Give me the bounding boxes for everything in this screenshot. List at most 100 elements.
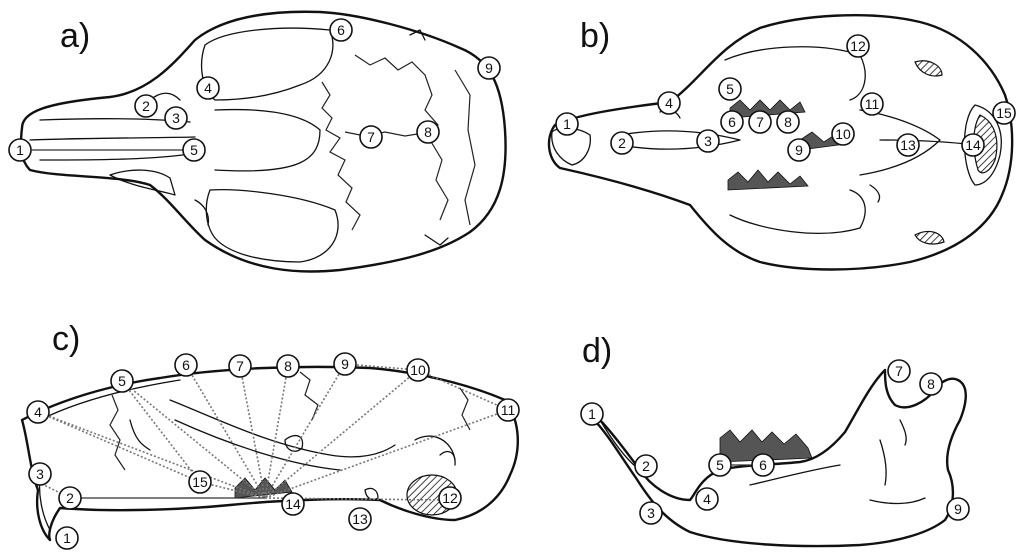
svg-text:10: 10 [835,126,851,142]
landmark-b-2: 2 [611,132,633,154]
landmark-a-2: 2 [135,95,157,117]
svg-text:13: 13 [900,137,916,153]
svg-text:2: 2 [642,458,650,474]
svg-text:8: 8 [424,124,432,140]
landmark-a-9: 9 [478,57,500,79]
svg-text:6: 6 [337,22,345,38]
svg-text:4: 4 [204,80,212,96]
landmark-b-8: 8 [777,111,799,133]
svg-text:6: 6 [759,457,767,473]
svg-text:4: 4 [34,404,42,420]
landmark-c-6: 6 [175,354,197,376]
landmark-c-8: 8 [277,355,299,377]
landmark-c-5: 5 [111,370,133,392]
panel-b-label: b) [580,17,610,55]
panel-a-label: a) [60,17,90,55]
landmark-b-1: 1 [556,113,578,135]
panel-a: a) 1 [9,12,506,272]
svg-text:6: 6 [728,114,736,130]
landmark-c-1: 1 [56,527,78,549]
svg-text:8: 8 [784,114,792,130]
landmark-d-4: 4 [696,488,718,510]
svg-text:15: 15 [192,474,208,490]
landmark-c-4: 4 [27,401,49,423]
svg-text:4: 4 [703,491,711,507]
landmark-b-3: 3 [697,130,719,152]
panel-c-label: c) [52,320,80,358]
svg-text:4: 4 [665,95,673,111]
landmark-b-10: 10 [832,123,854,145]
svg-text:11: 11 [865,96,880,112]
landmark-a-3: 3 [165,107,187,129]
landmark-b-5: 5 [719,78,741,100]
svg-text:1: 1 [16,142,24,158]
svg-text:9: 9 [795,142,803,158]
svg-text:7: 7 [367,129,375,145]
landmark-c-9: 9 [334,353,356,375]
panel-c-skull-drawing [22,367,518,540]
landmark-b-13: 13 [897,134,919,156]
landmark-d-5: 5 [709,454,731,476]
landmark-d-1: 1 [581,403,603,425]
landmark-c-11: 11 [497,399,519,421]
landmark-c-15: 15 [189,471,211,493]
landmark-b-12: 12 [847,35,869,57]
panel-d: d) 1 2 3 4 5 6 7 8 9 [581,332,969,546]
svg-text:6: 6 [182,357,190,373]
landmark-a-1: 1 [9,139,31,161]
svg-text:8: 8 [284,358,292,374]
svg-text:5: 5 [190,142,198,158]
landmark-d-9: 9 [947,498,969,520]
svg-text:1: 1 [588,406,596,422]
landmark-d-2: 2 [635,455,657,477]
svg-text:12: 12 [442,490,458,506]
landmark-d-6: 6 [752,454,774,476]
landmark-b-11: 11 [861,93,883,115]
landmark-d-3: 3 [640,502,662,524]
landmark-a-7: 7 [360,126,382,148]
svg-text:14: 14 [965,137,981,153]
landmark-c-2: 2 [59,487,81,509]
svg-text:9: 9 [341,356,349,372]
landmark-c-10: 10 [407,359,429,381]
landmark-b-14: 14 [962,134,984,156]
svg-text:12: 12 [850,38,866,54]
landmark-b-15: 15 [993,102,1015,124]
landmark-a-8: 8 [417,121,439,143]
svg-text:1: 1 [563,116,571,132]
svg-text:2: 2 [142,98,150,114]
landmark-c-12: 12 [439,487,461,509]
svg-text:7: 7 [236,358,244,374]
svg-text:8: 8 [927,376,935,392]
landmark-b-9: 9 [788,139,810,161]
landmark-b-6: 6 [721,111,743,133]
svg-text:10: 10 [410,362,426,378]
svg-text:2: 2 [618,135,626,151]
svg-text:9: 9 [485,60,493,76]
svg-text:15: 15 [996,105,1012,121]
svg-text:5: 5 [118,373,126,389]
svg-text:11: 11 [501,402,516,418]
landmark-c-13: 13 [349,508,371,530]
landmark-c-3: 3 [29,463,51,485]
panel-b: b) 1 2 3 4 [549,15,1015,269]
landmark-b-4: 4 [658,92,680,114]
landmark-a-6: 6 [330,19,352,41]
landmark-a-4: 4 [197,77,219,99]
landmark-c-14: 14 [282,493,304,515]
svg-text:2: 2 [66,490,74,506]
svg-text:5: 5 [716,457,724,473]
svg-text:13: 13 [352,511,368,527]
landmark-b-7: 7 [749,111,771,133]
svg-text:5: 5 [726,81,734,97]
landmark-c-7: 7 [229,355,251,377]
svg-text:1: 1 [63,530,71,546]
svg-text:3: 3 [704,133,712,149]
landmark-d-7: 7 [888,360,910,382]
panel-d-label: d) [582,332,612,370]
landmark-a-5: 5 [183,139,205,161]
landmark-d-8: 8 [920,373,942,395]
svg-text:3: 3 [647,505,655,521]
